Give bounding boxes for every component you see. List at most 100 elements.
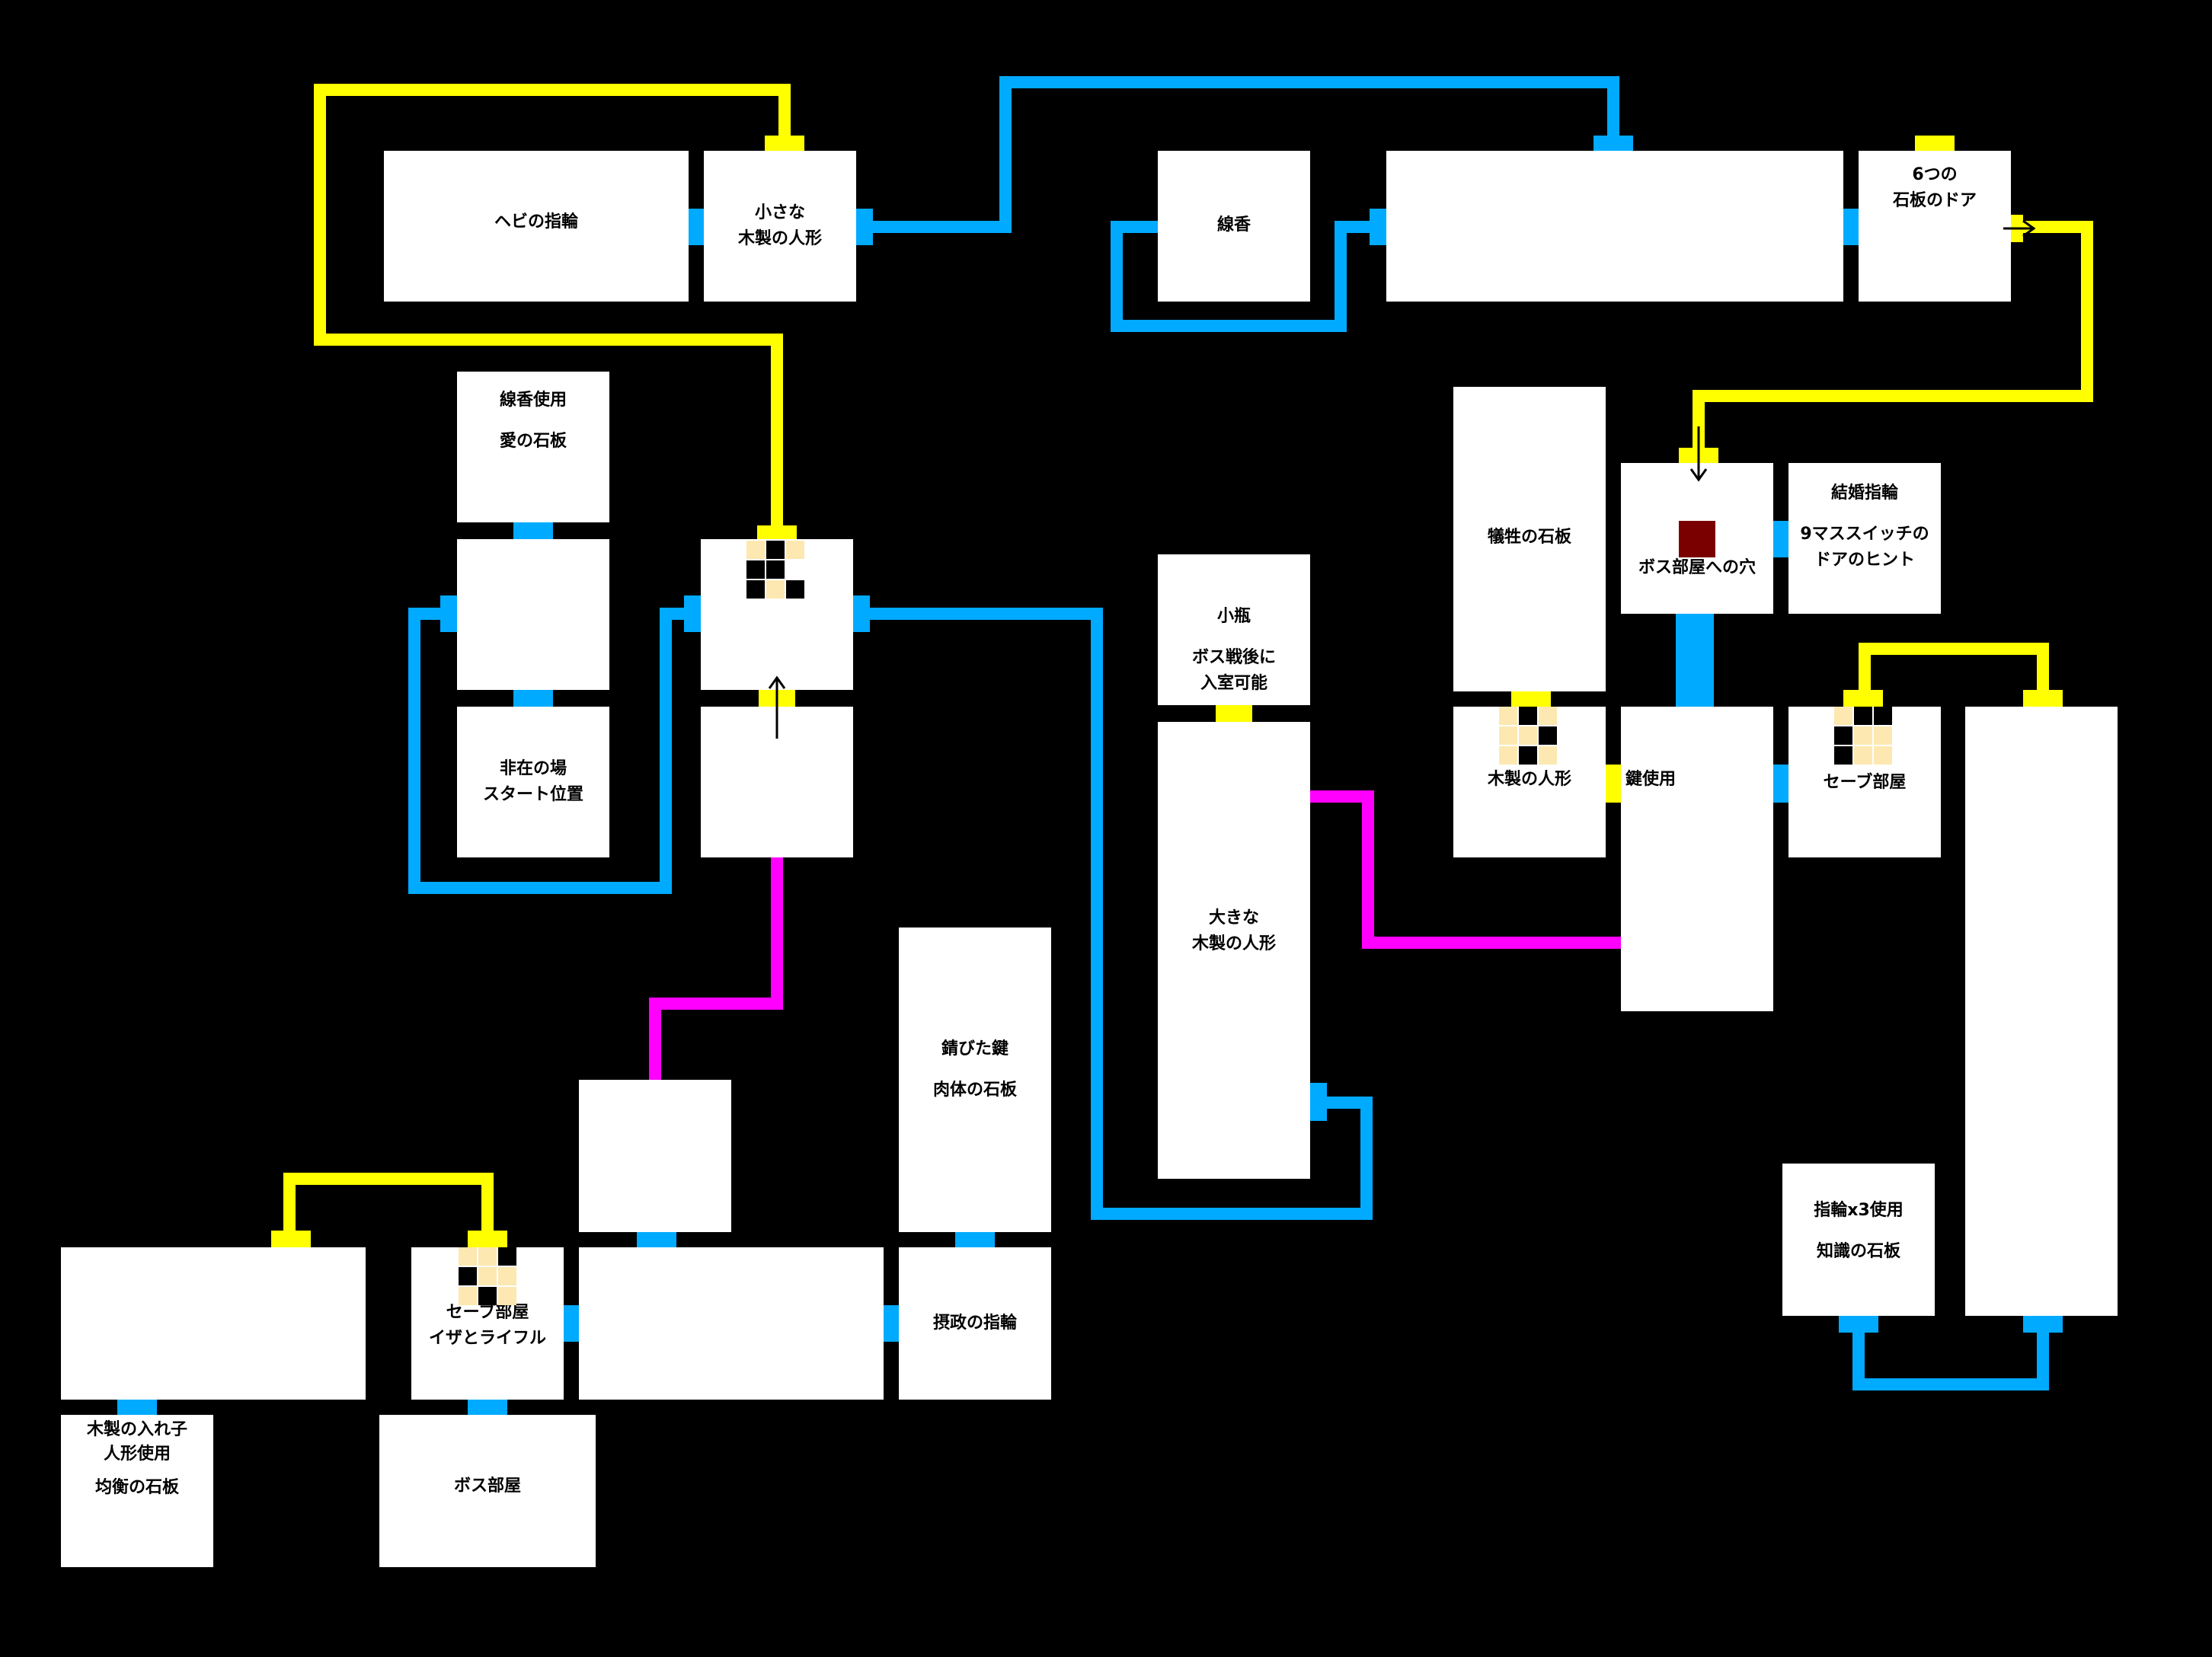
yellow-door-connector bbox=[765, 136, 804, 152]
room-six-tablet-door[interactable]: 6つの石板のドア bbox=[1859, 151, 2011, 302]
room-label: ボス部屋 bbox=[453, 1477, 521, 1496]
room-label: 摂政の指輪 bbox=[932, 1314, 1017, 1333]
yellow-door-connector bbox=[1511, 690, 1551, 710]
room-marriage[interactable]: 結婚指輪 9マススイッチのドアのヒント bbox=[1788, 463, 1941, 614]
room-ring3[interactable]: 指輪x3使用知識の石板 bbox=[1782, 1164, 1935, 1316]
room-magenta-top[interactable] bbox=[701, 707, 853, 857]
blue-door-connector bbox=[1773, 521, 1790, 557]
yellow-route-yellow-bottom-left bbox=[283, 1173, 494, 1247]
room-label: ボス部屋への穴 bbox=[1638, 558, 1756, 577]
room-label: ヘビの指輪 bbox=[494, 212, 578, 231]
room-label: 小瓶 bbox=[1216, 607, 1251, 626]
blue-door-connector bbox=[117, 1398, 157, 1415]
room-label: 肉体の石板 bbox=[932, 1081, 1017, 1100]
room-sacrifice[interactable]: 犠牲の石板 bbox=[1453, 387, 1606, 691]
room-incense[interactable]: 線香 bbox=[1158, 151, 1310, 302]
room-incense-use[interactable]: 線香使用愛の石板 bbox=[457, 372, 609, 522]
blue-door-connector bbox=[564, 1305, 580, 1342]
yellow-door-connector bbox=[1843, 690, 1883, 707]
blue-route-blue-incense bbox=[1111, 221, 1386, 332]
blue-door-connector bbox=[1370, 209, 1386, 245]
room-label: 人形使用 bbox=[103, 1445, 171, 1464]
room-long-top[interactable] bbox=[1386, 151, 1843, 302]
blue-door-connector bbox=[1773, 765, 1790, 803]
room-label: 線香 bbox=[1216, 216, 1251, 235]
room-label: 愛の石板 bbox=[499, 432, 567, 451]
room-label: 小さな bbox=[754, 203, 805, 222]
blue-door-connector bbox=[856, 209, 873, 245]
room-bottom-left[interactable] bbox=[61, 1247, 366, 1400]
room-wooden-doll[interactable]: 木製の人形 bbox=[1453, 707, 1606, 857]
room-boss-hole[interactable]: ボス部屋への穴 bbox=[1621, 463, 1773, 614]
room-label: スタート位置 bbox=[482, 785, 583, 804]
room-label: 大きな bbox=[1208, 908, 1259, 927]
room-label: ボス戦後に bbox=[1191, 648, 1276, 667]
room-label: 鍵使用 bbox=[1625, 770, 1677, 789]
blue-door-connector bbox=[513, 522, 553, 539]
blue-route-blue-left-loop bbox=[408, 608, 701, 894]
room-label: 知識の石板 bbox=[1816, 1242, 1900, 1261]
yellow-door-connector bbox=[1915, 136, 1955, 152]
room-label: 錆びた鍵 bbox=[941, 1039, 1009, 1058]
room-label: 9マススイッチの bbox=[1800, 525, 1929, 544]
room-key-use[interactable]: 鍵使用 bbox=[1621, 707, 1773, 1011]
room-absence[interactable]: 非在の場スタート位置 bbox=[457, 707, 609, 857]
blue-route-blue-center-loop bbox=[853, 608, 1373, 1220]
room-label: 結婚指輪 bbox=[1830, 484, 1898, 503]
room-large-doll[interactable]: 大きな木製の人形 bbox=[1158, 722, 1310, 1179]
yellow-route-yellow-right-save bbox=[1859, 643, 2049, 707]
room-regent-ring[interactable]: 摂政の指輪 bbox=[899, 1247, 1051, 1400]
blue-door-connector bbox=[637, 1232, 676, 1249]
blue-door-connector bbox=[884, 1305, 900, 1342]
blue-door-connector bbox=[1839, 1316, 1878, 1333]
room-puzzle-center[interactable] bbox=[701, 539, 853, 690]
room-label: 非在の場 bbox=[499, 759, 567, 778]
blue-route-blue-bottom-right bbox=[1852, 1316, 2049, 1390]
room-label: セーブ部屋 bbox=[1823, 773, 1907, 792]
blue-door-connector bbox=[440, 595, 457, 632]
room-save-bottom[interactable]: セーブ部屋イザとライフル bbox=[411, 1247, 564, 1400]
blue-door-connector bbox=[1310, 1083, 1327, 1121]
room-save-right[interactable]: セーブ部屋 bbox=[1788, 707, 1941, 857]
room-rusty-key[interactable]: 錆びた鍵肉体の石板 bbox=[899, 927, 1051, 1232]
room-label: 木製の人形 bbox=[1487, 770, 1571, 789]
room-label: 均衡の石板 bbox=[94, 1478, 179, 1497]
room-label: 線香使用 bbox=[499, 391, 567, 410]
room-label: 木製の人形 bbox=[737, 229, 822, 248]
blue-door-connector bbox=[955, 1232, 995, 1249]
room-vial[interactable]: 小瓶ボス戦後に入室可能 bbox=[1158, 554, 1310, 705]
room-label: 犠牲の石板 bbox=[1487, 528, 1571, 547]
room-boss-room[interactable]: ボス部屋 bbox=[379, 1415, 596, 1567]
room-label: 木製の入れ子 bbox=[86, 1420, 187, 1439]
yellow-door-connector bbox=[468, 1231, 507, 1247]
blue-door-connector bbox=[1593, 136, 1633, 152]
room-label: イザとライフル bbox=[428, 1329, 546, 1348]
room-tall-right[interactable] bbox=[1965, 707, 2118, 1316]
room-snake-ring[interactable]: ヘビの指輪 bbox=[384, 151, 689, 302]
room-nested-doll[interactable]: 木製の入れ子人形使用均衡の石板 bbox=[61, 1415, 213, 1567]
yellow-door-connector bbox=[2023, 690, 2063, 707]
blue-door-connector bbox=[689, 209, 705, 245]
room-label: 指輪x3使用 bbox=[1814, 1201, 1904, 1220]
blue-door-connector bbox=[2023, 1316, 2063, 1333]
blue-door-connector bbox=[853, 595, 870, 632]
yellow-route-yellow-six-door bbox=[1693, 221, 2093, 463]
yellow-door-connector bbox=[757, 525, 797, 542]
blue-door-connector bbox=[1843, 209, 1860, 245]
blue-door-connector bbox=[684, 595, 701, 632]
room-mid-left[interactable] bbox=[457, 539, 609, 690]
room-label: 入室可能 bbox=[1200, 674, 1267, 693]
room-label: 木製の人形 bbox=[1191, 934, 1276, 953]
blue-door-connector bbox=[513, 690, 553, 707]
blue-route-blue-top bbox=[856, 76, 1619, 233]
room-bottom-mid[interactable] bbox=[579, 1247, 884, 1400]
yellow-door-connector bbox=[271, 1231, 311, 1247]
room-label: 石板のドア bbox=[1892, 191, 1977, 210]
room-small-doll[interactable]: 小さな木製の人形 bbox=[704, 151, 856, 302]
room-label: 6つの bbox=[1912, 165, 1958, 184]
blue-door-connector bbox=[468, 1398, 507, 1415]
yellow-route-yellow-snake-loop bbox=[314, 84, 791, 539]
room-label: ドアのヒント bbox=[1814, 551, 1915, 570]
room-magenta-bottom[interactable] bbox=[579, 1080, 731, 1232]
